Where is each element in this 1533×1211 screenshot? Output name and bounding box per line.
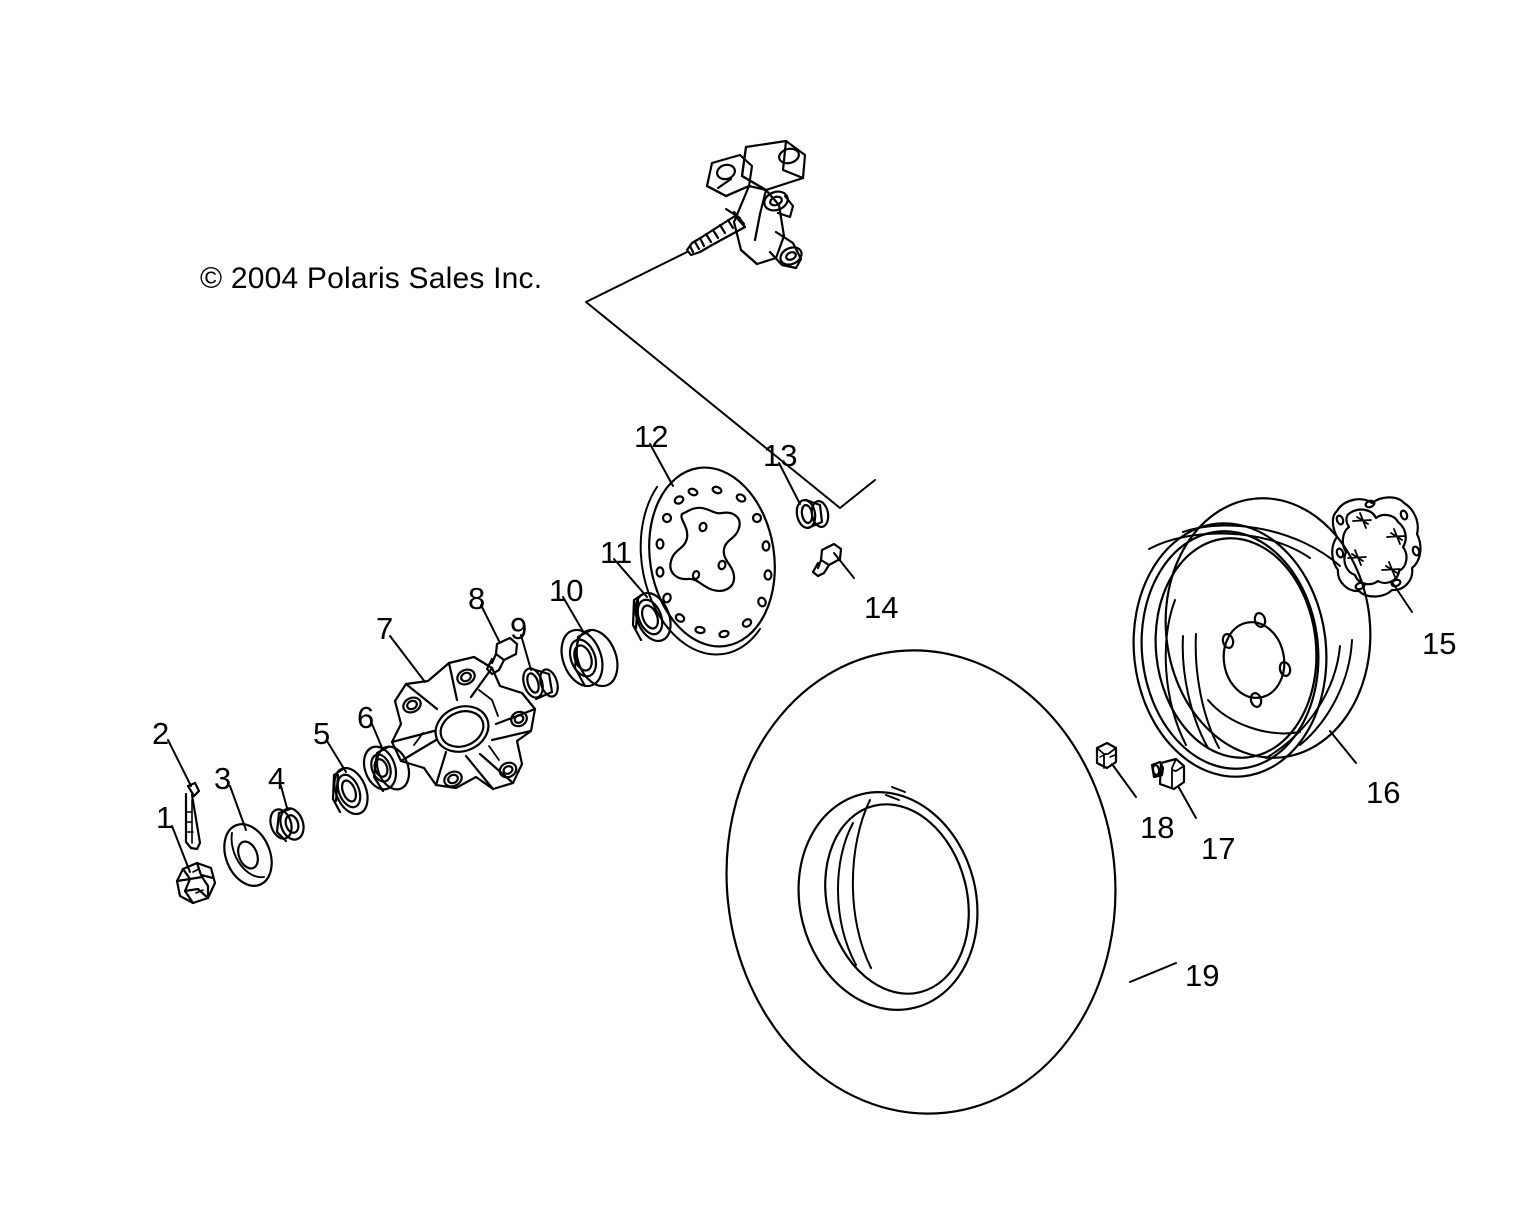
callout-18-valve-cap[interactable]: 18 <box>1140 810 1175 845</box>
callout-4-spacer-inner[interactable]: 4 <box>268 761 286 796</box>
callout-10-wheel-bearing-outer[interactable]: 10 <box>549 573 584 608</box>
spacer-inner <box>269 807 305 843</box>
tire <box>725 649 1117 1115</box>
callout-5-oil-seal-inner[interactable]: 5 <box>313 716 331 751</box>
callout-13-spindle-spacer[interactable]: 13 <box>763 438 798 473</box>
valve-cap <box>1095 741 1118 770</box>
callout-14-disc-bolt[interactable]: 14 <box>864 590 899 625</box>
spindle-spacer <box>795 498 830 530</box>
callout-3-flat-washer[interactable]: 3 <box>214 761 232 796</box>
callout-1-castle-nut[interactable]: 1 <box>156 800 174 835</box>
wheel-hub <box>390 655 537 791</box>
valve-stem <box>1150 757 1186 791</box>
callout-15-hub-cap[interactable]: 15 <box>1422 626 1457 661</box>
copyright-text: © 2004 Polaris Sales Inc. <box>200 262 543 295</box>
wheel-bearing-outer <box>560 628 619 688</box>
callout-16-wheel-rim[interactable]: 16 <box>1366 775 1401 810</box>
flat-washer <box>223 823 273 887</box>
bearing-spacer <box>522 667 559 701</box>
cotter-pin <box>184 781 202 851</box>
callout-2-cotter-pin[interactable]: 2 <box>152 716 170 751</box>
spindle-leader-line <box>585 251 876 509</box>
callout-11-oil-seal-outer[interactable]: 11 <box>600 535 633 570</box>
callout-19-tire[interactable]: 19 <box>1185 958 1220 993</box>
callout-6-wheel-bearing-inner[interactable]: 6 <box>357 700 375 735</box>
callout-17-valve-stem[interactable]: 17 <box>1201 831 1236 866</box>
brake-disc <box>639 466 776 656</box>
steering-knuckle-spindle <box>685 139 807 270</box>
leader-lines <box>167 443 1413 983</box>
callout-9-bearing-spacer[interactable]: 9 <box>510 611 528 646</box>
castle-nut <box>175 861 217 905</box>
callout-12-brake-disc[interactable]: 12 <box>634 419 669 454</box>
disc-mounting-bolt <box>811 542 843 578</box>
callout-7-wheel-hub[interactable]: 7 <box>376 611 394 646</box>
wheel-rim <box>1132 497 1372 778</box>
wheel-bearing-inner <box>362 745 411 793</box>
callout-8-wheel-stud[interactable]: 8 <box>468 581 486 616</box>
oil-seal-inner <box>331 766 369 816</box>
copyright-notice: © 2004 Polaris Sales Inc. <box>200 262 542 296</box>
